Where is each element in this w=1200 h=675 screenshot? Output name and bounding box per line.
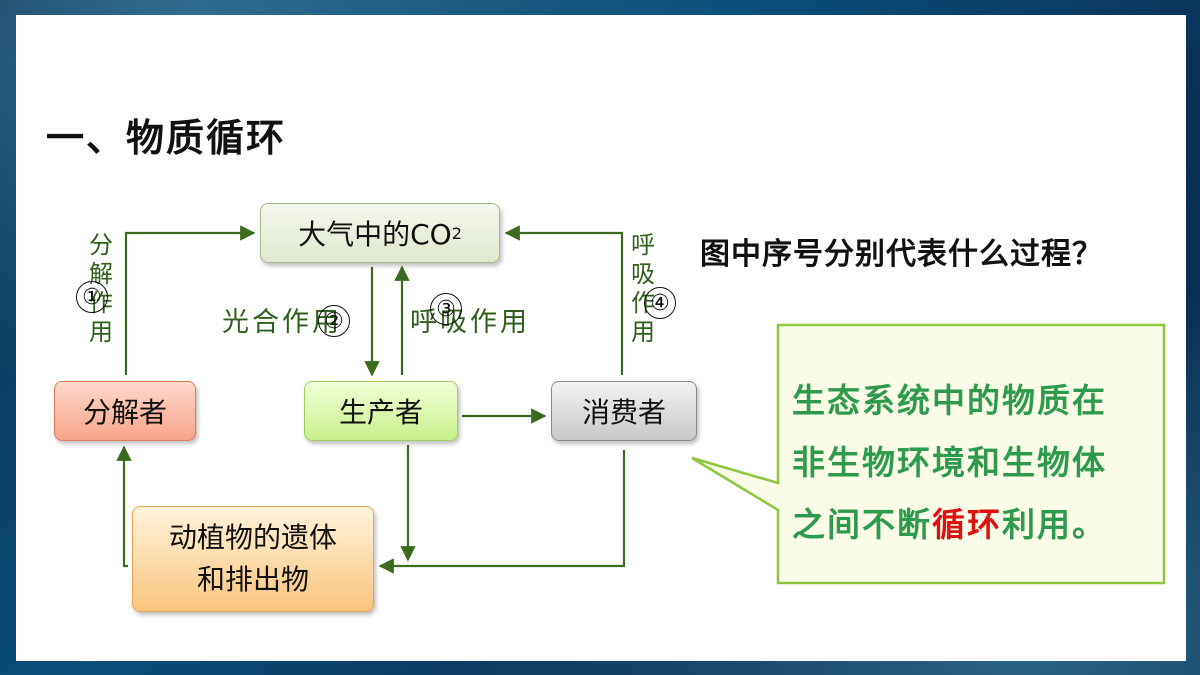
label-respiration-right: 呼 吸 作 用 [631, 231, 655, 346]
callout-line1: 生态系统中的物质在 [792, 381, 1107, 420]
remains-line1: 动植物的遗体 [168, 521, 337, 554]
arrow-remains-to-decomposer [116, 445, 132, 568]
number-3: ③ [430, 293, 462, 325]
label-respiration-mid: 呼吸作用 [410, 307, 530, 338]
callout-line2: 非生物环境和生物体 [792, 443, 1107, 482]
arrows-layer [116, 225, 1166, 585]
consumer-node: 消费者 [551, 381, 697, 441]
callout-bubble [691, 323, 1166, 585]
remains-node: 动植物的遗体 和排出物 [132, 506, 374, 612]
arrow-decomposer-to-co2 [124, 225, 256, 375]
question-text: 图中序号分别代表什么过程？ [700, 237, 1103, 272]
number-1: ① [76, 281, 108, 313]
number-4: ④ [644, 287, 676, 319]
co2-subscript: 2 [451, 223, 462, 243]
callout-highlight: 循环 [932, 505, 1002, 544]
arrow-consumer-to-co2 [504, 225, 624, 375]
decomposer-node: 分解者 [54, 381, 196, 441]
number-2: ② [318, 305, 350, 337]
arrow-consumer-to-remains [378, 450, 626, 574]
remains-line2: 和排出物 [196, 563, 309, 596]
page-title: 一、物质循环 [46, 116, 287, 160]
callout-text: 生态系统中的物质在 非生物环境和生物体 之间不断循环利用。 [792, 370, 1162, 556]
co2-label: 大气中的CO [298, 218, 452, 251]
producer-node: 生产者 [304, 381, 458, 441]
callout-line3: 之间不断循环利用。 [792, 505, 1107, 544]
